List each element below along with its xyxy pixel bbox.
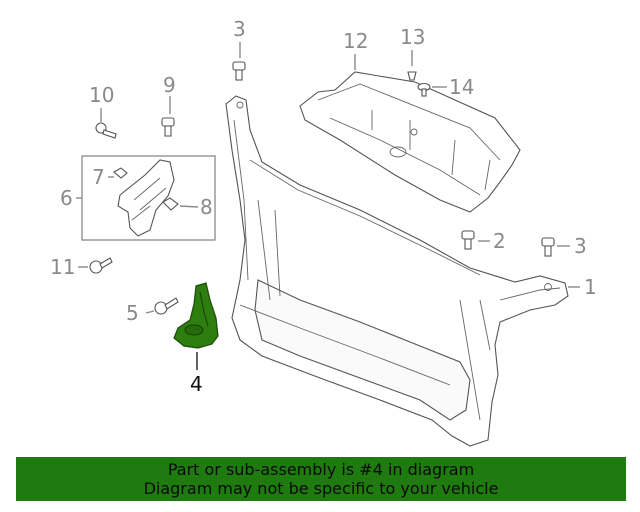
- callout-4: 4: [190, 372, 203, 396]
- callout-1: 1: [584, 275, 597, 299]
- callout-3-right: 3: [574, 234, 587, 258]
- highlighted-bracket-part-4: [173, 282, 219, 349]
- callout-2: 2: [493, 229, 506, 253]
- diagram-notice-banner: Part or sub-assembly is #4 in diagram Di…: [16, 457, 626, 501]
- bolt-5: [154, 297, 179, 315]
- clip-13: [407, 71, 417, 81]
- radiator-support-frame: [225, 95, 569, 447]
- bolt-9: [161, 117, 175, 137]
- bolt-11: [89, 257, 113, 274]
- callout-13: 13: [400, 25, 425, 49]
- callout-11: 11: [50, 255, 75, 279]
- callout-8: 8: [200, 195, 213, 219]
- bolt-3-top: [232, 61, 246, 81]
- bolt-3-right: [541, 237, 555, 257]
- callout-7: 7: [92, 165, 105, 189]
- callout-14: 14: [449, 75, 474, 99]
- bolt-2: [461, 230, 475, 250]
- upper-air-guide-cover: [299, 71, 521, 213]
- callout-6: 6: [60, 186, 73, 210]
- leader-lines: [76, 42, 580, 370]
- callout-9: 9: [163, 73, 176, 97]
- parts-diagram: 3 12 13 14 9 10 7 8 6 2 3 1 11 5 4: [50, 17, 597, 447]
- banner-line-2: Diagram may not be specific to your vehi…: [143, 479, 499, 498]
- clip-14: [417, 82, 431, 97]
- callout-10: 10: [89, 83, 114, 107]
- callout-12: 12: [343, 29, 368, 53]
- callout-3-top: 3: [233, 17, 246, 41]
- callout-5: 5: [126, 301, 139, 325]
- banner-line-1: Part or sub-assembly is #4 in diagram: [167, 460, 475, 479]
- bolt-10: [95, 122, 117, 139]
